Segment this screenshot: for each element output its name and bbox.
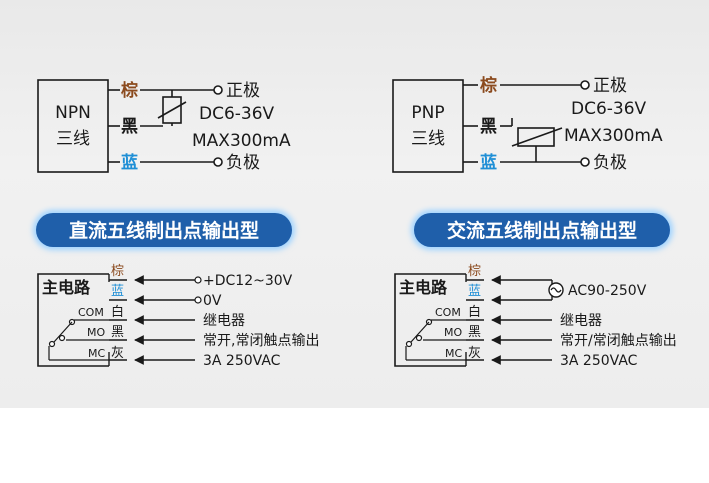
pnp-terminal-negative — [580, 157, 590, 167]
relay-left-wire-brown: 棕 — [111, 264, 124, 279]
relay-left-label-rating: 3A 250VAC — [203, 353, 281, 369]
relay-right-label-ac: AC90-250V — [568, 283, 647, 299]
pnp-current-label: MAX300mA — [564, 126, 663, 146]
npn-voltage-label: DC6-36V — [199, 104, 275, 124]
pnp-sensor-wires: 三线 — [411, 129, 445, 149]
pnp-wire-brown: 棕 — [480, 75, 497, 96]
relay-left-mo: MO — [87, 326, 105, 339]
pnp-negative-label: 负极 — [593, 153, 627, 173]
banner-right: 交流五线制出点输出型 — [411, 210, 673, 250]
relay-right-main-circuit: 主电路 — [399, 278, 448, 297]
relay-left-label-contacts: 常开,常闭触点输出 — [203, 333, 319, 349]
relay-right-com: COM — [435, 306, 461, 319]
pnp-sensor-type: PNP — [411, 103, 444, 123]
npn-diagram: NPN 三线 棕 黑 蓝 正极 DC6-36V MAX300mA 负极 — [37, 79, 291, 173]
pnp-positive-label: 正极 — [593, 76, 627, 96]
relay-left-com: COM — [78, 306, 104, 319]
relay-left-wire-gray: 灰 — [111, 346, 124, 361]
npn-sensor-type: NPN — [55, 103, 91, 123]
relay-right-diagram: 主电路 棕 蓝 白 黑 灰 COM MO MC AC90-250V — [394, 264, 677, 369]
relay-left-label-relay: 继电器 — [203, 313, 245, 329]
relay-right-mo: MO — [444, 326, 462, 339]
npn-sensor-wires: 三线 — [56, 129, 90, 149]
relay-right-wire-black: 黑 — [468, 325, 481, 340]
relay-right-label-rating: 3A 250VAC — [560, 353, 638, 369]
relay-right-mc: MC — [445, 347, 462, 360]
pnp-voltage-label: DC6-36V — [571, 99, 647, 119]
pnp-wire-black: 黑 — [480, 117, 497, 137]
relay-left-wire-white: 白 — [111, 304, 124, 320]
npn-negative-label: 负极 — [226, 153, 260, 173]
relay-left-wire-blue: 蓝 — [111, 284, 124, 299]
relay-left-label-dc: +DC12~30V — [203, 273, 293, 289]
relay-right-wire-white: 白 — [468, 304, 481, 320]
banner-left-text: 直流五线制出点输出型 — [69, 219, 259, 242]
npn-current-label: MAX300mA — [192, 131, 291, 151]
pnp-wire-blue: 蓝 — [480, 153, 497, 173]
npn-wire-blue: 蓝 — [121, 153, 138, 173]
npn-terminal-negative — [213, 157, 223, 167]
relay-left-label-0v: 0V — [203, 293, 222, 309]
relay-left-wire-black: 黑 — [111, 325, 124, 340]
relay-right-wire-brown: 棕 — [468, 264, 481, 279]
pnp-diagram: PNP 三线 棕 黑 蓝 正极 DC6-36V MAX300mA 负极 — [392, 75, 663, 173]
relay-right-box — [394, 273, 466, 367]
npn-wire-brown: 棕 — [121, 80, 138, 101]
relay-right-label-contacts: 常开/常闭触点输出 — [560, 333, 677, 349]
npn-terminal-positive — [213, 85, 223, 95]
relay-right-label-relay: 继电器 — [560, 313, 602, 329]
relay-right-wire-blue: 蓝 — [468, 284, 481, 299]
relay-left-mc: MC — [88, 347, 105, 360]
npn-wire-black: 黑 — [121, 117, 138, 137]
relay-left-box — [37, 273, 109, 367]
relay-left-diagram: 主电路 棕 蓝 白 黑 灰 COM MO MC +DC — [37, 264, 319, 369]
relay-right-wire-gray: 灰 — [468, 346, 481, 361]
banner-right-text: 交流五线制出点输出型 — [447, 219, 637, 242]
pnp-sensor-box — [392, 79, 464, 173]
relay-left-main-circuit: 主电路 — [42, 278, 91, 297]
npn-positive-label: 正极 — [226, 81, 260, 101]
pnp-terminal-positive — [580, 80, 590, 90]
npn-sensor-box — [37, 79, 109, 173]
banner-left: 直流五线制出点输出型 — [33, 210, 295, 250]
